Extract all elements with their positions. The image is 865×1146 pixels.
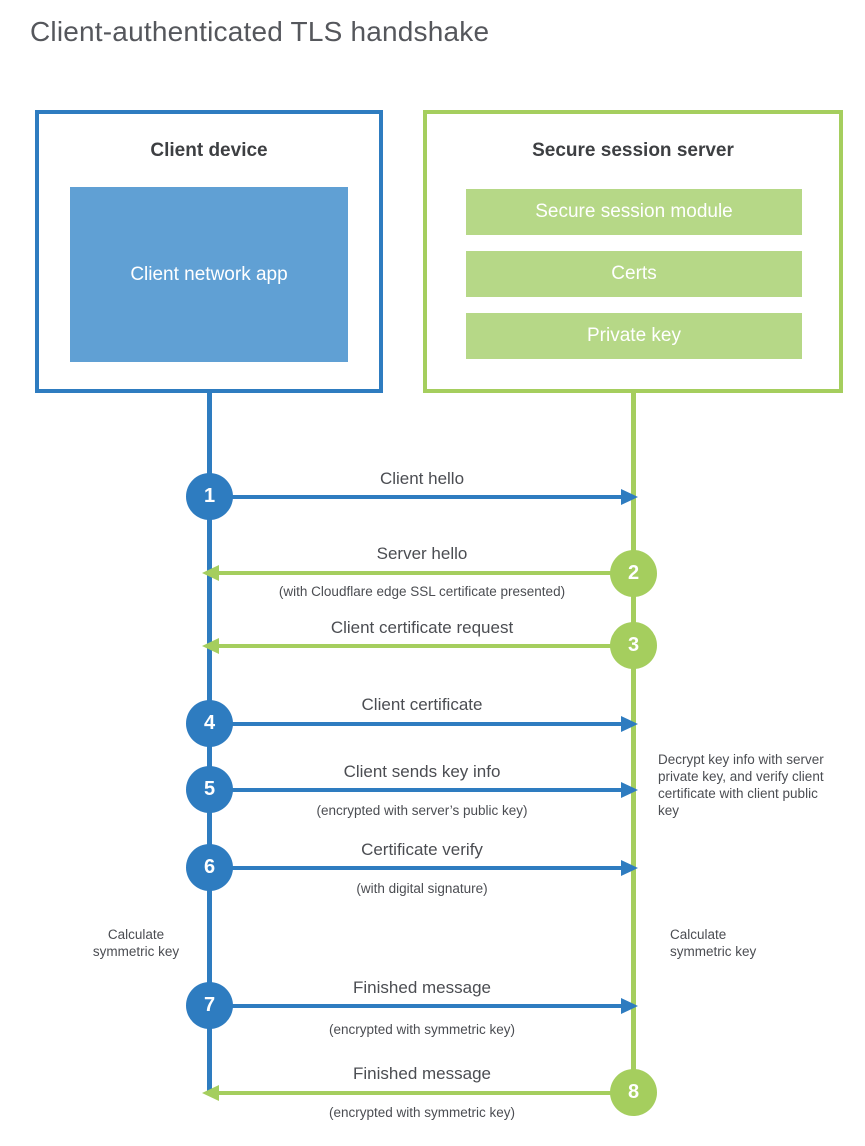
step-4-arrow — [211, 722, 622, 726]
step-3-arrow — [218, 644, 633, 648]
step-3-badge: 3 — [610, 622, 657, 669]
step-7-arrowhead-icon — [621, 998, 638, 1014]
note-calculate-symmetric-key-client: Calculate symmetric key — [92, 927, 180, 959]
step-5-arrowhead-icon — [621, 782, 638, 798]
step-6-label: Certificate verify — [361, 840, 483, 859]
secure-session-server-box: Secure session server Secure session mod… — [423, 110, 843, 393]
step-8-label: Finished message — [353, 1064, 491, 1083]
step-2-arrow — [218, 571, 633, 575]
step-2-label: Server hello — [376, 544, 468, 563]
step-1-label: Client hello — [379, 469, 465, 488]
server-lifeline — [631, 391, 636, 1093]
step-7-arrow — [211, 1004, 622, 1008]
step-1-arrow — [211, 495, 622, 499]
step-8-badge: 8 — [610, 1069, 657, 1116]
step-8-subtitle: (encrypted with symmetric key) — [328, 1105, 516, 1120]
step-3-label: Client certificate request — [330, 618, 514, 637]
server-module-certs: Certs — [466, 251, 802, 297]
step-7-subtitle: (encrypted with symmetric key) — [328, 1022, 516, 1037]
step-2-arrowhead-icon — [202, 565, 219, 581]
note-decrypt-key-info: Decrypt key info with server private key… — [658, 752, 824, 818]
step-4-label: Client certificate — [361, 695, 483, 714]
step-6-arrowhead-icon — [621, 860, 638, 876]
step-2-badge: 2 — [610, 550, 657, 597]
step-5-subtitle: (encrypted with server’s public key) — [316, 803, 528, 818]
step-5-label: Client sends key info — [343, 762, 501, 781]
step-6-badge: 6 — [186, 844, 233, 891]
step-7-label: Finished message — [353, 978, 491, 997]
client-device-box: Client device Client network app — [35, 110, 383, 393]
server-module-secure-session-module: Secure session module — [466, 189, 802, 235]
client-device-heading: Client device — [150, 140, 268, 161]
step-1-arrowhead-icon — [621, 489, 638, 505]
step-8-arrowhead-icon — [202, 1085, 219, 1101]
secure-session-server-heading: Secure session server — [532, 140, 734, 161]
step-4-badge: 4 — [186, 700, 233, 747]
step-8-arrow — [218, 1091, 633, 1095]
step-6-subtitle: (with digital signature) — [356, 881, 488, 896]
page-title: Client-authenticated TLS handshake — [30, 16, 490, 47]
client-network-app-box: Client network app — [70, 187, 348, 362]
step-2-subtitle: (with Cloudflare edge SSL certificate pr… — [278, 584, 566, 599]
note-calculate-symmetric-key-server: Calculate symmetric key — [670, 927, 757, 959]
step-7-badge: 7 — [186, 982, 233, 1029]
client-network-app-label: Client network app — [130, 263, 288, 285]
step-5-arrow — [211, 788, 622, 792]
step-4-arrowhead-icon — [621, 716, 638, 732]
step-3-arrowhead-icon — [202, 638, 219, 654]
server-module-private-key: Private key — [466, 313, 802, 359]
step-1-badge: 1 — [186, 473, 233, 520]
step-5-badge: 5 — [186, 766, 233, 813]
step-6-arrow — [211, 866, 622, 870]
